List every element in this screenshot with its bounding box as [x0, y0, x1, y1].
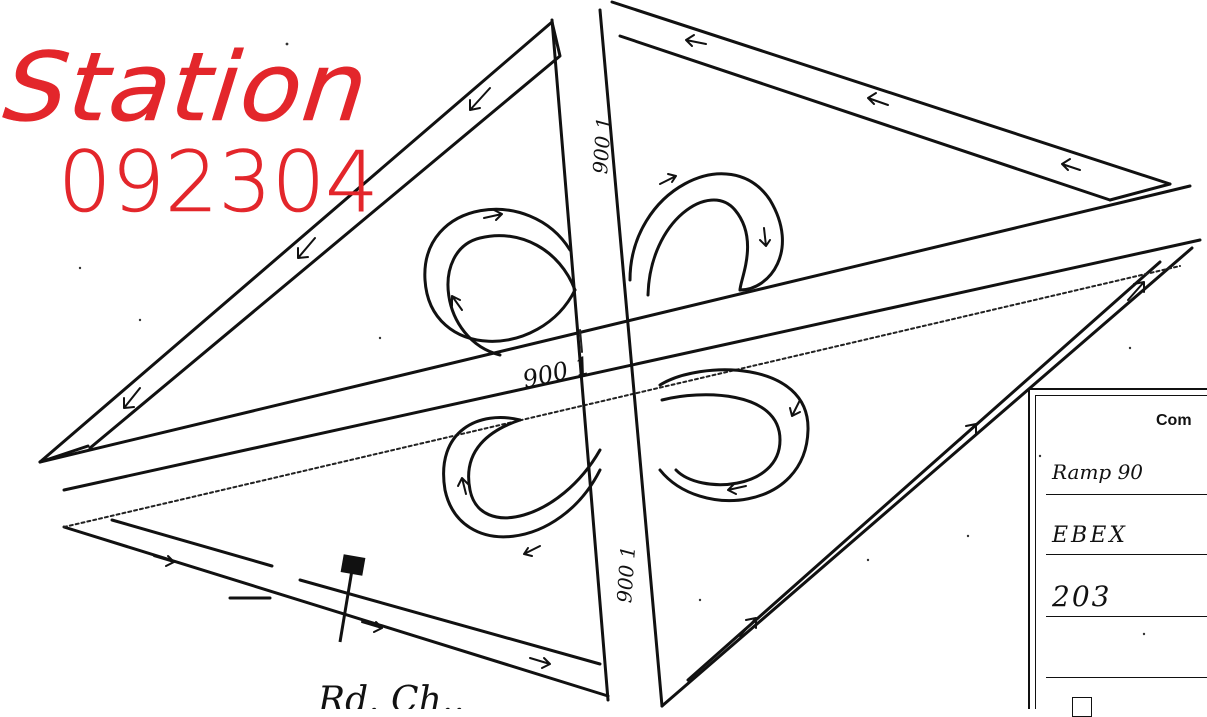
station-stamp-word: Station	[0, 40, 373, 135]
comment-line-1	[1046, 494, 1207, 495]
comment-line-2	[1046, 554, 1207, 555]
comment-row-1: Ramp 90	[1052, 460, 1143, 484]
comment-line-3	[1046, 616, 1207, 617]
comment-form-inner-border	[1035, 395, 1207, 709]
comment-row-2: EBEX	[1052, 523, 1128, 548]
comment-form-header: Com	[1156, 412, 1192, 430]
upper-right-ramp	[612, 2, 1170, 200]
comment-checkbox[interactable]	[1072, 697, 1092, 717]
station-stamp-number: 092304	[58, 140, 379, 224]
road-label-vertical-upper: 900 1	[588, 116, 616, 175]
comment-line-4	[1046, 677, 1207, 678]
lower-left-ramp	[64, 520, 608, 696]
comment-form: Com Ramp 90 EBEX 203	[1028, 388, 1207, 709]
road-label-vertical-lower: 900 1	[612, 545, 640, 604]
comment-row-3: 203	[1052, 580, 1111, 613]
bottom-note: Rd. Ch..	[317, 680, 465, 709]
